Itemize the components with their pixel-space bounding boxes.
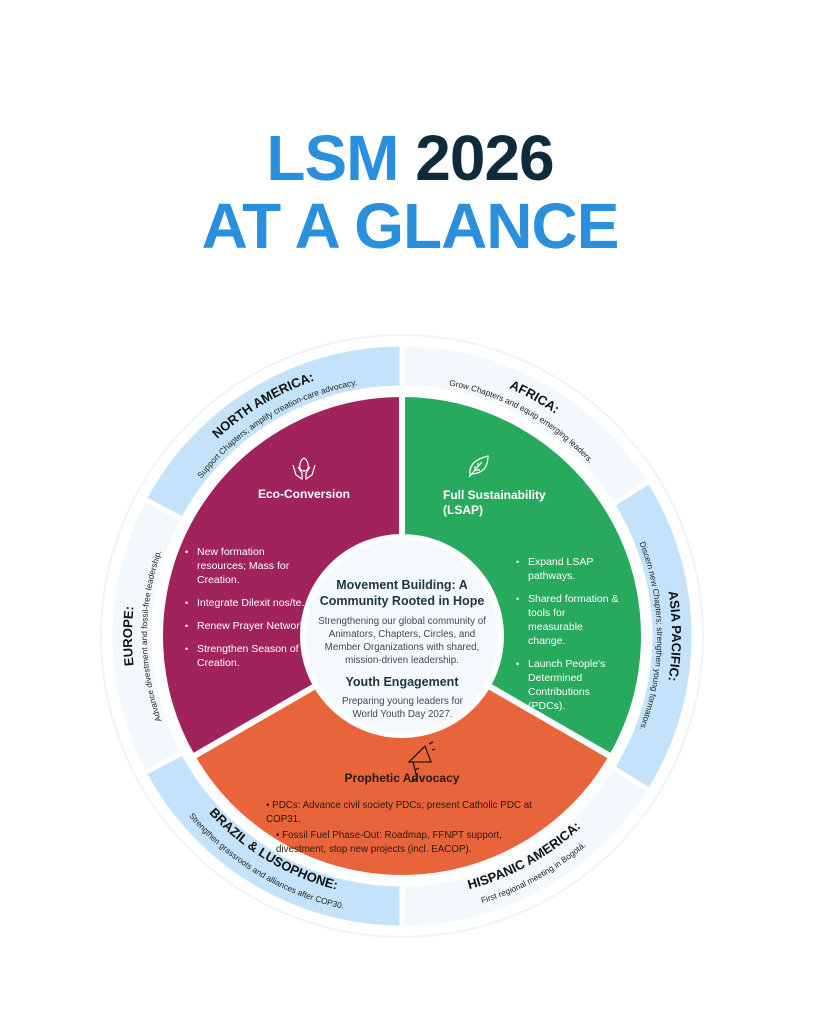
- eco-conversion-title: Eco-Conversion: [257, 487, 350, 501]
- center-circle: [300, 534, 504, 738]
- list-item: Expand LSAP pathways.: [514, 555, 619, 583]
- list-item: • Fossil Fuel Phase-Out: Roadmap, FFNPT …: [276, 830, 502, 855]
- full-sustainability-title: Full Sustainability (LSAP): [443, 488, 546, 517]
- center-title: Movement Building: A Community Rooted in…: [319, 578, 485, 608]
- megaphone-icon: [407, 741, 435, 783]
- title-year: 2026: [415, 122, 554, 194]
- list-item: Strengthen Season of Creation.: [183, 642, 308, 670]
- youth-body: Preparing young leaders for World Youth …: [342, 696, 463, 720]
- title-line-2: AT A GLANCE: [201, 190, 620, 262]
- center-body: Strengthening our global community of An…: [318, 616, 486, 666]
- list-item: Launch People's Determined Contributions…: [514, 657, 619, 713]
- title-line-1: LSM 2026: [0, 126, 820, 190]
- youth-title: Youth Engagement: [345, 675, 459, 689]
- prophetic-advocacy-list: • PDCs: Advance civil society PDCs; pres…: [256, 799, 556, 859]
- list-item: New formation resources; Mass for Creati…: [183, 545, 308, 587]
- list-item: Renew Prayer Network.: [183, 619, 308, 633]
- region-name: ASIA PACIFIC:: [665, 590, 684, 683]
- eco-conversion-list: New formation resources; Mass for Creati…: [183, 545, 308, 679]
- prophetic-advocacy-title: Prophetic Advocacy: [344, 771, 460, 785]
- list-item: Integrate Dilexit nos/te.: [183, 596, 308, 610]
- full-sustainability-list: Expand LSAP pathways. Shared formation &…: [514, 555, 619, 722]
- title-lsm: LSM: [266, 122, 399, 194]
- region-name: EUROPE:: [120, 605, 137, 667]
- caring-hands-icon: [292, 457, 316, 481]
- leaf-icon: [468, 455, 489, 478]
- region-band-6: [107, 495, 187, 777]
- list-item: • PDCs: Advance civil society PDCs; pres…: [266, 800, 532, 825]
- list-item: Shared formation & tools for measurable …: [514, 592, 619, 648]
